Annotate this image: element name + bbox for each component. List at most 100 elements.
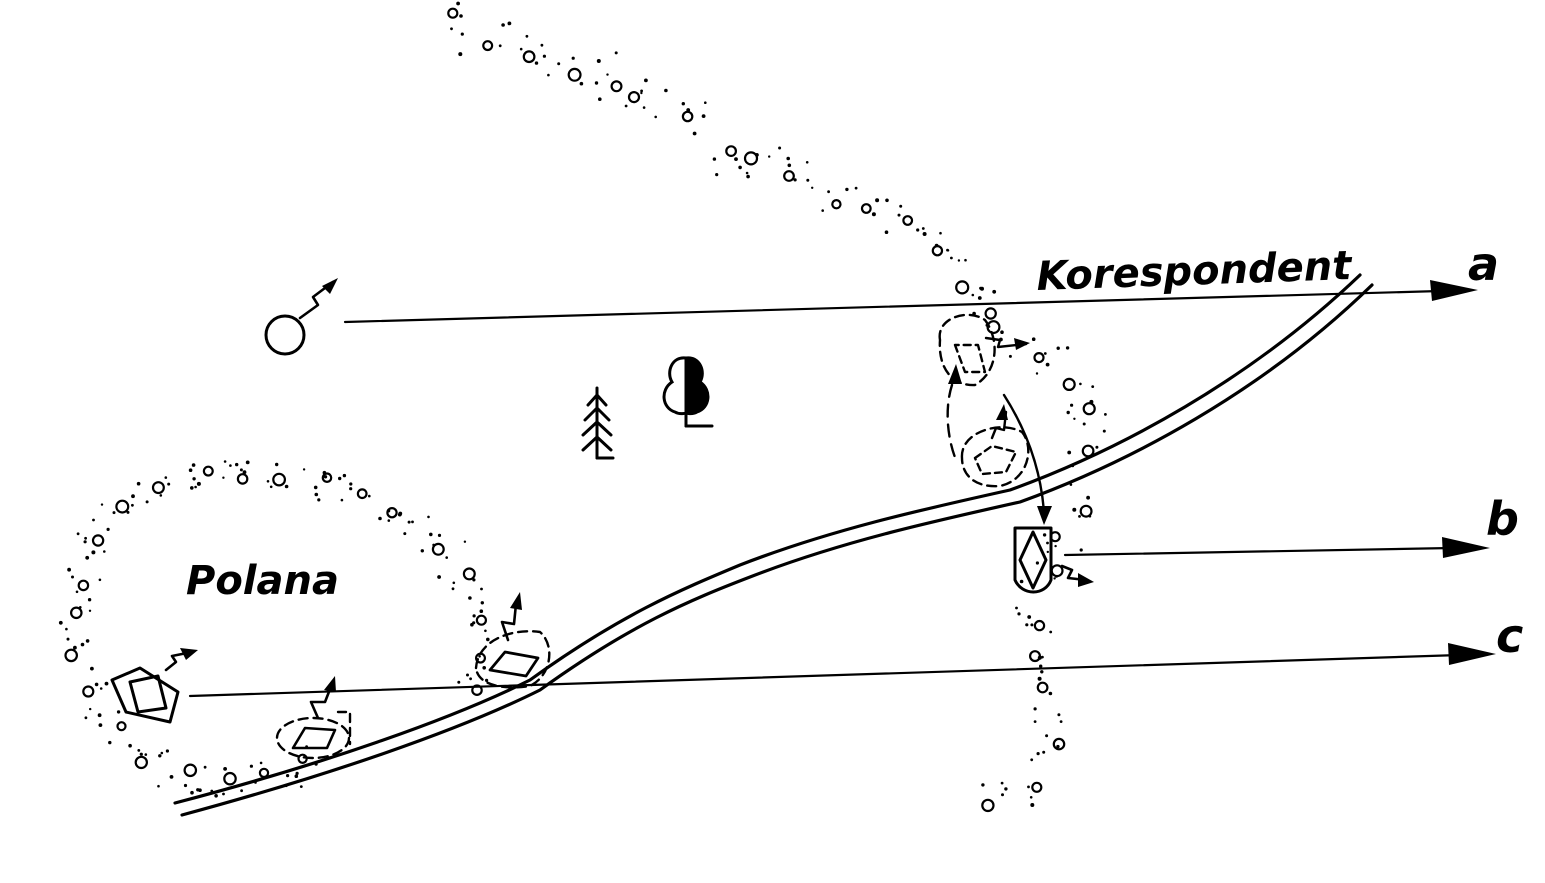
- stipple-dot: [128, 743, 132, 748]
- stipple-dot: [203, 765, 207, 769]
- stipple-dot: [1043, 352, 1047, 355]
- stipple-dot: [269, 485, 273, 489]
- stipple-dot: [606, 73, 609, 76]
- stipple-dot: [1053, 577, 1056, 580]
- stipple-dot: [90, 666, 94, 671]
- stipple-dot: [897, 213, 901, 217]
- stipple-dot: [66, 637, 70, 641]
- stipple-dot: [452, 581, 456, 585]
- stipple-dot: [1030, 803, 1035, 807]
- forest-edge-clearing: [58, 460, 490, 798]
- stipple-dot: [254, 781, 257, 784]
- stipple-dot: [284, 783, 288, 788]
- stipple-dot: [783, 170, 795, 182]
- stipple-dot: [475, 614, 487, 626]
- stipple-dot: [992, 289, 997, 294]
- stipple-dot: [1082, 402, 1096, 416]
- vehicle-icon: [1013, 526, 1094, 594]
- vehicle-icon: [275, 676, 352, 760]
- stipple-dot: [196, 481, 201, 486]
- stipple-dot: [67, 567, 71, 572]
- stipple-dot: [368, 494, 371, 498]
- stipple-dot: [94, 682, 99, 687]
- stipple-dot: [486, 637, 490, 642]
- stipple-dot: [571, 56, 575, 60]
- stipple-dot: [99, 687, 103, 690]
- stipple-dot: [1082, 422, 1086, 426]
- stipple-dot: [472, 614, 476, 618]
- stipple-dot: [98, 578, 102, 582]
- stipple-dot: [258, 767, 270, 779]
- stipple-dot: [1045, 734, 1049, 738]
- stipple-dot: [921, 227, 925, 230]
- stipple-dot: [902, 215, 914, 226]
- stipple-dot: [235, 462, 239, 467]
- stipple-dot: [778, 146, 782, 150]
- stipple-dot: [1059, 720, 1063, 723]
- stipple-dot: [1091, 385, 1095, 388]
- movement-path: [946, 364, 1052, 525]
- stipple-dot: [378, 516, 382, 521]
- stipple-dot: [294, 774, 299, 778]
- stipple-dot: [445, 556, 449, 559]
- stipple-dot: [1027, 615, 1032, 619]
- stipple-dot: [106, 527, 110, 532]
- stipple-dot: [1048, 691, 1053, 696]
- stipple-dot: [557, 62, 561, 66]
- stipple-dot: [76, 532, 80, 536]
- stipple-dot: [1046, 541, 1049, 545]
- stipple-dot: [542, 54, 547, 58]
- stipple-dot: [284, 484, 289, 489]
- stipple-dot: [793, 178, 797, 182]
- stipple-dot: [1025, 623, 1029, 627]
- stipple-dot: [103, 550, 106, 553]
- stipple-dot: [1028, 650, 1041, 663]
- stipple-dot: [191, 463, 196, 467]
- stipple-dot: [981, 798, 995, 813]
- stipple-dot: [746, 174, 750, 179]
- stipple-dot: [64, 648, 78, 663]
- stipple-dot: [522, 50, 536, 64]
- stipple-dot: [104, 681, 109, 686]
- stipple-dot: [80, 642, 85, 647]
- stipple-dot: [644, 78, 648, 83]
- stipple-dot: [239, 468, 243, 472]
- stipple-dot: [654, 115, 657, 119]
- stipple-dot: [302, 468, 306, 471]
- stipple-dot: [116, 710, 121, 714]
- stipple-dot: [112, 511, 116, 515]
- stipple-dot: [92, 518, 95, 522]
- stipple-dot: [58, 620, 63, 625]
- stipple-dot: [1035, 561, 1039, 565]
- stipple-dot: [157, 784, 160, 788]
- stipple-dot: [198, 788, 202, 792]
- stipple-dot: [1031, 337, 1036, 342]
- stipple-dot: [328, 756, 332, 760]
- stipple-dot: [1069, 483, 1073, 486]
- stipple-dot: [811, 186, 814, 189]
- stipple-dot: [485, 678, 489, 683]
- stipple-dot: [712, 157, 717, 161]
- stipple-dot: [1088, 514, 1092, 518]
- stipple-dot: [827, 190, 830, 194]
- stipple-dot: [450, 27, 453, 31]
- spruce-tree-icon: [581, 386, 615, 460]
- stipple-dot: [470, 622, 474, 627]
- stipple-dot: [484, 629, 487, 633]
- stipple-dot: [1017, 612, 1021, 616]
- stipple-dot: [1066, 410, 1070, 415]
- stipple-dot: [664, 88, 668, 93]
- stipple-dot: [916, 228, 920, 232]
- stipple-dot: [136, 481, 141, 486]
- stipple-dot: [134, 755, 148, 770]
- stipple-dot: [223, 771, 237, 786]
- stipple-dot: [1019, 579, 1024, 584]
- stipple-dot: [519, 47, 523, 51]
- stipple-dot: [598, 97, 602, 101]
- stipple-dot: [275, 462, 279, 467]
- stipple-dot: [1033, 352, 1045, 364]
- stipple-dot: [1079, 548, 1083, 552]
- stipple-dot: [82, 685, 95, 698]
- stipple-dot: [398, 511, 403, 516]
- stipple-dot: [1000, 781, 1004, 785]
